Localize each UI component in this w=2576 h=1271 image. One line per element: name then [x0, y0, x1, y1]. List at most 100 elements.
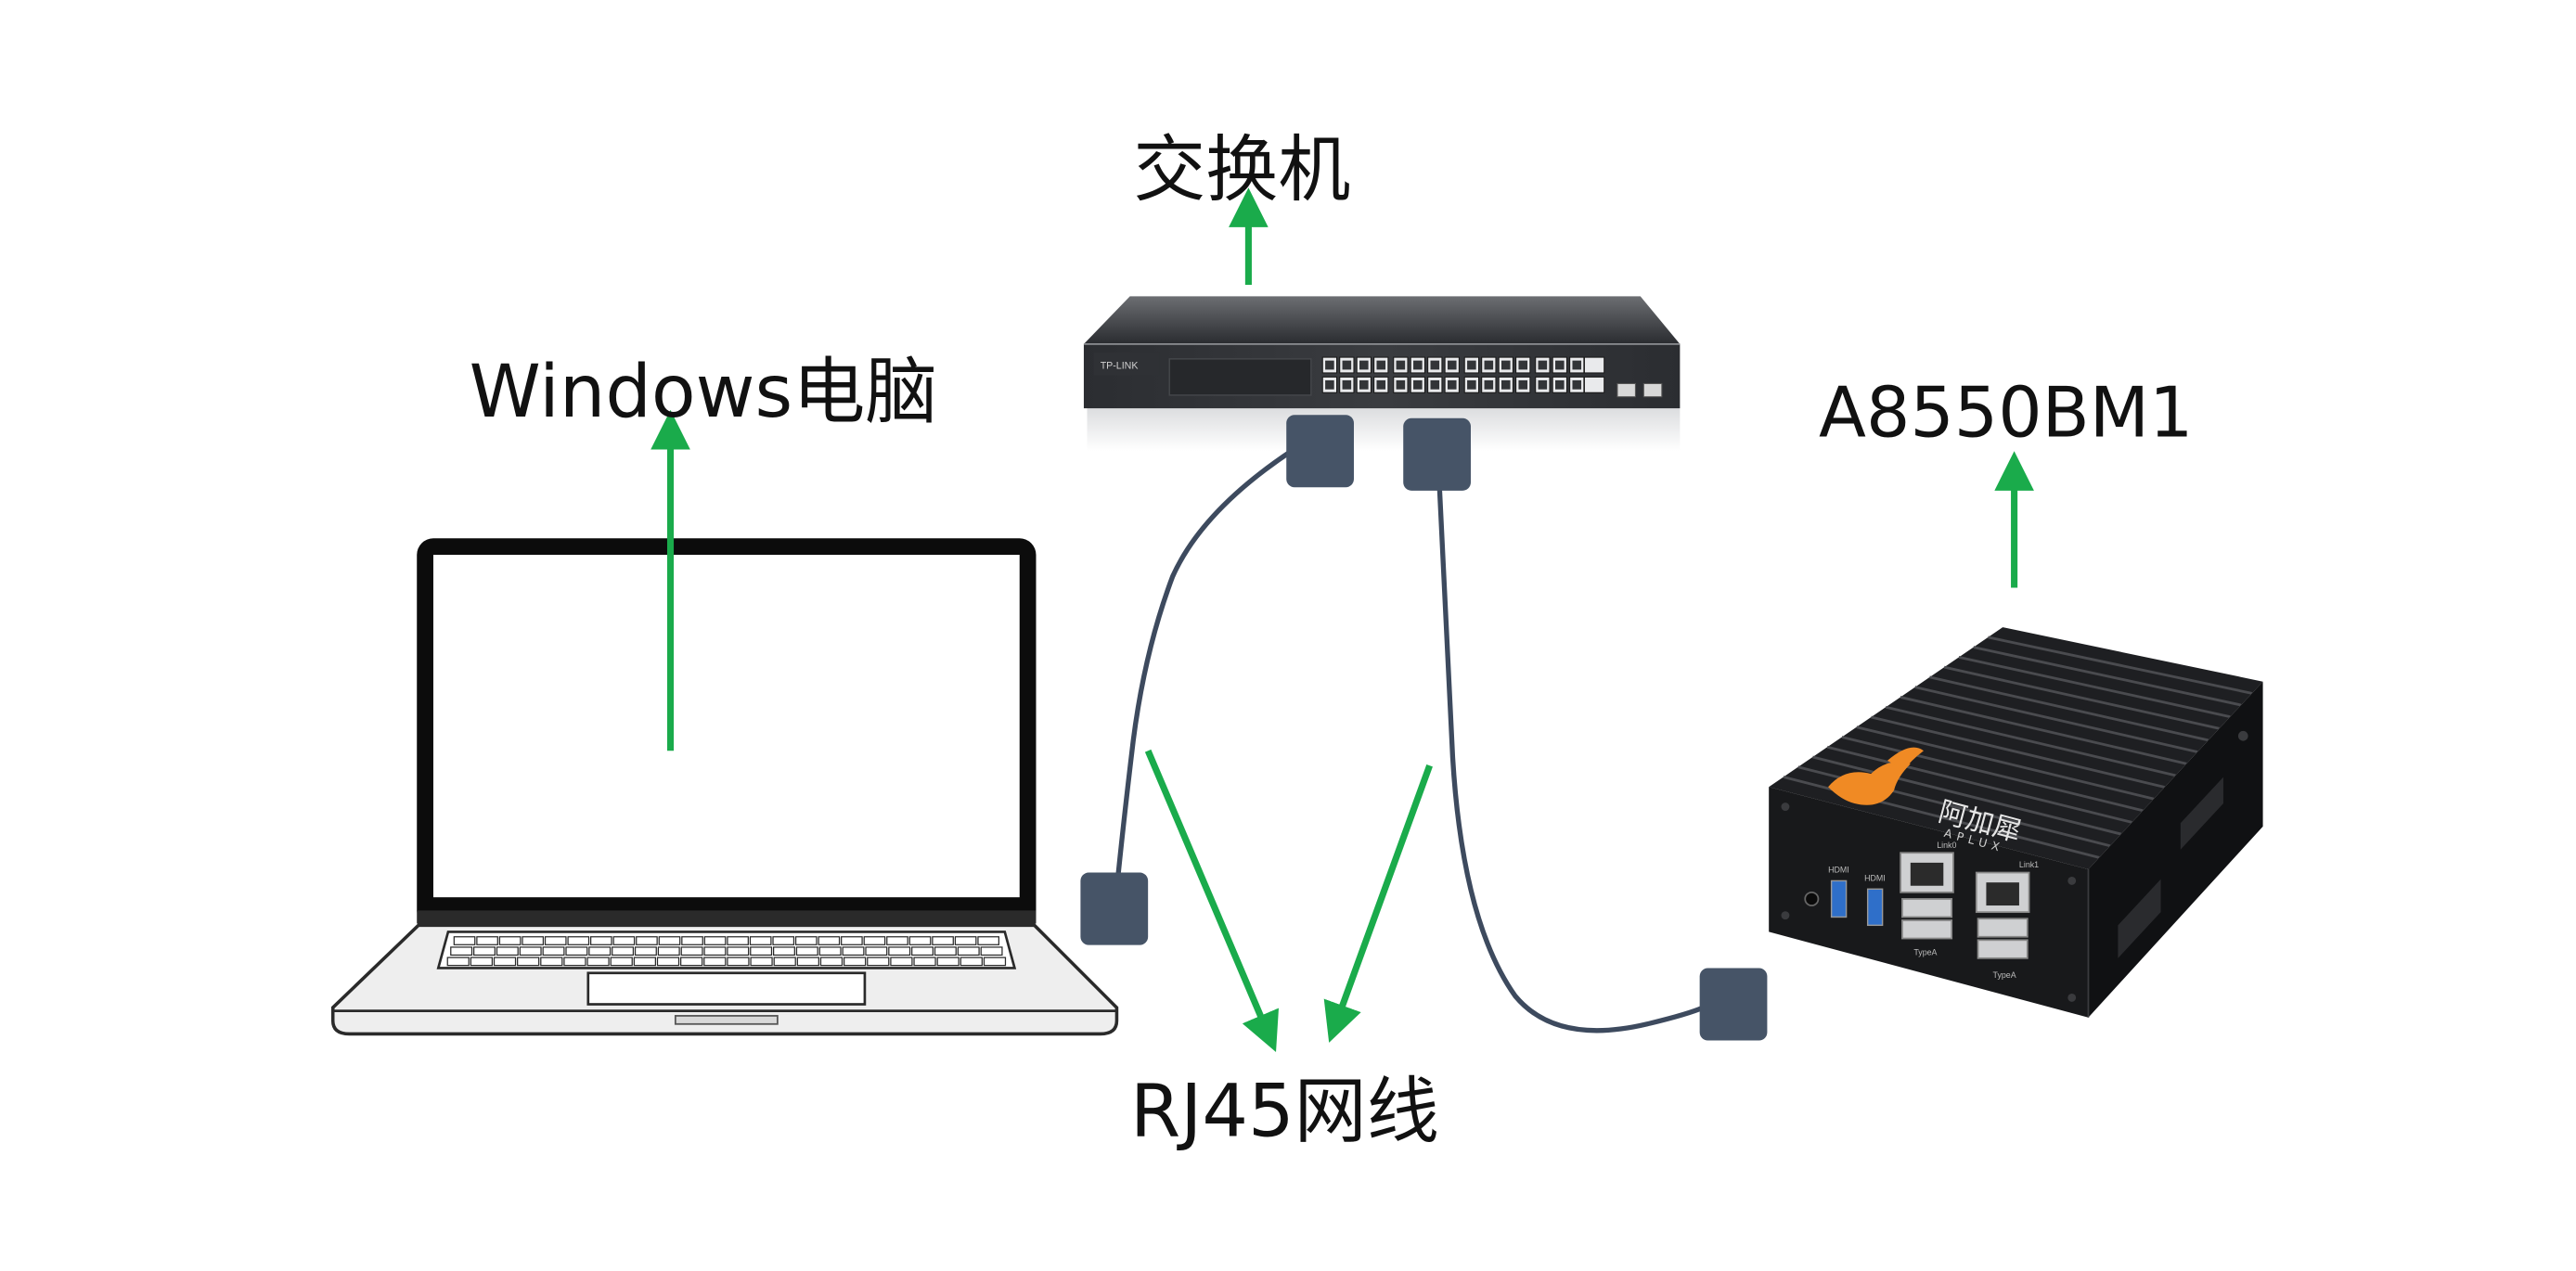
switch-port-hole	[1325, 379, 1334, 390]
laptop-key	[727, 946, 750, 956]
switch-port-hole	[1467, 360, 1476, 370]
aplux-logo-icon	[1828, 762, 1911, 805]
laptop-trackpad	[586, 971, 867, 1006]
laptop-key	[446, 956, 470, 967]
box-fin	[1856, 725, 2155, 801]
laptop-key	[960, 956, 983, 967]
box-screw	[1781, 911, 1790, 920]
laptop-key	[932, 936, 954, 945]
laptop-key	[977, 936, 999, 945]
box-screw	[2067, 876, 2077, 885]
box-port-label: Link0	[1937, 841, 1956, 850]
laptop-key	[908, 936, 932, 945]
laptop-key	[634, 946, 657, 956]
laptop-key	[567, 936, 590, 945]
laptop-key	[517, 956, 540, 967]
laptop-key	[544, 936, 567, 945]
laptop-key	[795, 946, 818, 956]
laptop-key	[936, 956, 960, 967]
rj45-cable-switch-box	[1436, 484, 1706, 1033]
switch-port-hole	[1396, 379, 1406, 390]
laptop-key	[818, 936, 841, 945]
arrow-cable-left	[1144, 749, 1279, 1053]
laptop-keys	[446, 936, 1007, 967]
laptop-key	[493, 956, 517, 967]
box-port-label: HDMI	[1828, 866, 1849, 875]
laptop-key	[888, 946, 911, 956]
laptop-key	[612, 936, 636, 945]
laptop-key	[954, 936, 977, 945]
laptop-key	[842, 946, 865, 956]
rj45-cable-switch-laptop	[1114, 448, 1294, 892]
box-audio-jack	[1804, 891, 1820, 906]
box-fin	[1900, 696, 2187, 765]
laptop-key	[772, 936, 795, 945]
box-usb-port	[1901, 919, 1953, 940]
laptop-key	[476, 936, 498, 945]
laptop-key	[863, 936, 886, 945]
box-label: A8550BM1	[1819, 372, 2193, 453]
cable-label: RJ45网线	[1130, 1070, 1439, 1153]
laptop-key	[983, 956, 1007, 967]
laptop-key	[681, 936, 703, 945]
box-usb-port	[1977, 939, 2029, 959]
switch-port-hole	[1501, 379, 1511, 390]
laptop-key	[586, 956, 610, 967]
laptop-key	[773, 956, 796, 967]
switch-sfp-port	[1616, 382, 1636, 398]
box-fin	[1988, 636, 2253, 695]
box-side-vent	[2180, 777, 2223, 850]
box-screw	[2067, 993, 2077, 1002]
box-usb-port	[1977, 918, 2029, 938]
box-fin	[1929, 675, 2209, 742]
switch-brand: TP-LINK	[1101, 361, 1139, 372]
switch-sfp-port	[1642, 382, 1663, 398]
switch-port-hole	[1538, 379, 1548, 390]
switch-uplink-port	[1583, 376, 1605, 393]
box-port-label: HDMI	[1864, 873, 1886, 882]
laptop-key	[680, 956, 703, 967]
laptop-key	[750, 956, 773, 967]
laptop-key	[588, 946, 612, 956]
switch-port-hole	[1413, 360, 1423, 370]
laptop-key	[658, 936, 681, 945]
switch-port-hole	[1342, 360, 1352, 370]
arrow-cable-right	[1323, 764, 1433, 1043]
switch-uplink-port	[1583, 356, 1605, 374]
switch-port-hole	[1572, 360, 1582, 370]
aplux-logo-wing	[1887, 747, 1924, 771]
box-port-label: Link1	[2019, 860, 2039, 869]
laptop-key	[453, 936, 476, 945]
switch-port-hole	[1484, 379, 1494, 390]
laptop-key	[636, 936, 658, 945]
laptop-key	[750, 946, 773, 956]
box-side-port	[2237, 730, 2248, 741]
switch-port-hole	[1413, 379, 1423, 390]
switch-port-hole	[1555, 379, 1565, 390]
switch-port-hole	[1396, 360, 1406, 370]
laptop-key	[633, 956, 656, 967]
laptop-key	[590, 936, 612, 945]
switch-shadow	[1087, 404, 1681, 452]
switch-port-hole	[1518, 360, 1528, 370]
box-fin	[1943, 665, 2220, 730]
laptop-key	[819, 956, 844, 967]
switch-led-strip	[1168, 358, 1312, 396]
laptop-key	[473, 946, 496, 956]
switch-port-hole	[1359, 379, 1369, 390]
laptop-key	[498, 936, 522, 945]
laptop-key	[657, 946, 680, 956]
laptop-key	[703, 946, 727, 956]
switch-port-hole	[1572, 379, 1582, 390]
laptop-key	[844, 956, 867, 967]
laptop-key	[890, 956, 913, 967]
laptop-key	[542, 946, 565, 956]
switch-port-hole	[1447, 379, 1457, 390]
switch-port-hole	[1342, 379, 1352, 390]
green-arrows	[650, 187, 2034, 1053]
box-fin	[1973, 646, 2242, 707]
laptop-key	[727, 956, 750, 967]
box-ethernet-port-hole	[1910, 862, 1944, 886]
laptop-key	[865, 946, 888, 956]
